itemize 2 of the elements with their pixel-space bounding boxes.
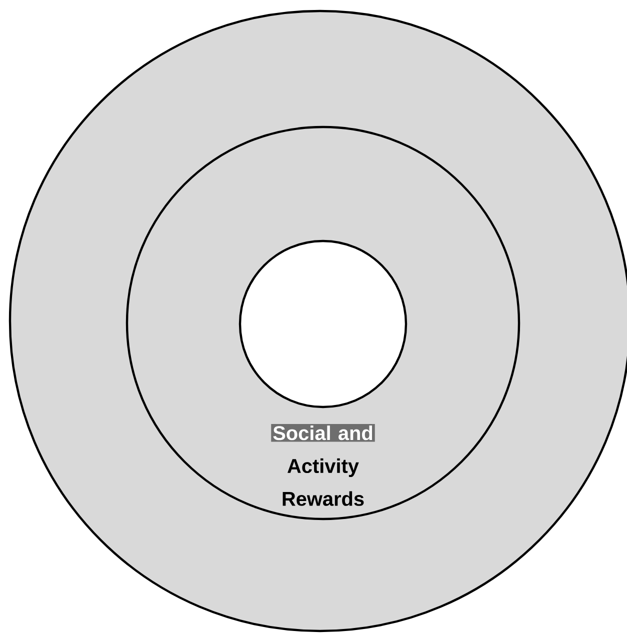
ring-circle [238, 240, 408, 408]
ring-label: Social and Activity Rewards [271, 424, 375, 506]
